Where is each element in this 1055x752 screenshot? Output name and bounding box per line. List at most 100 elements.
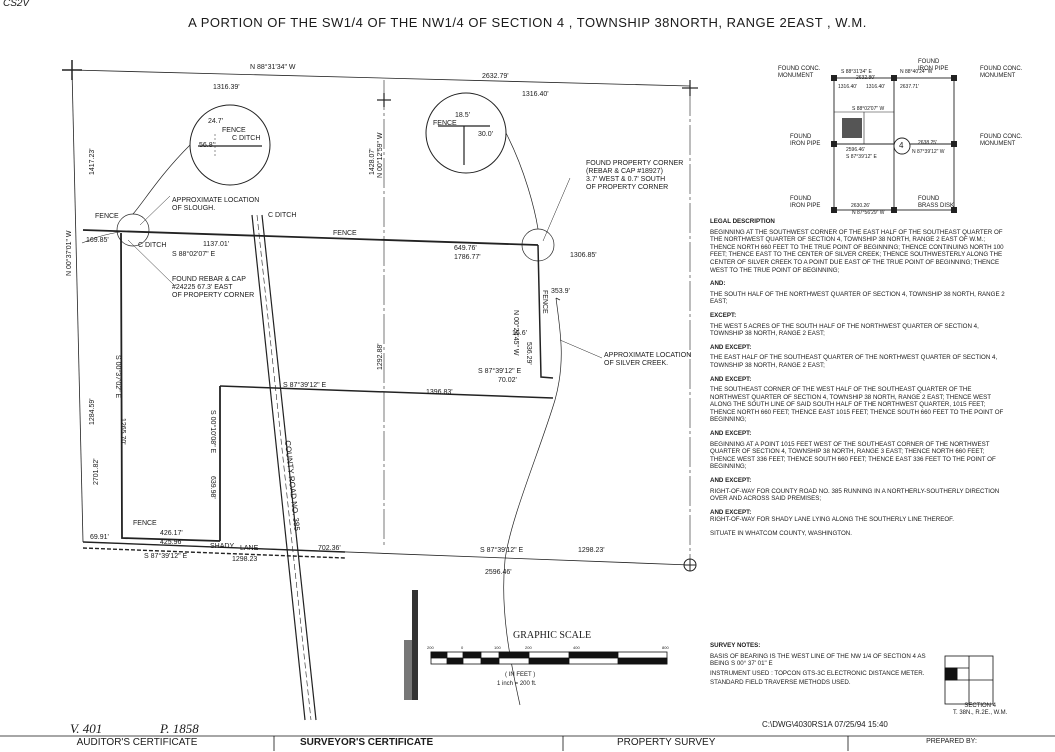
key-b6: 1316.40' — [866, 84, 886, 90]
monument-ne — [682, 80, 698, 96]
key-b11: N 87°39'12" W — [912, 149, 945, 155]
corner-label: CS2V — [3, 0, 30, 9]
west-dist-bottom: 2701.82' — [93, 458, 100, 485]
dist-156: 15.6' — [512, 330, 527, 337]
legal-p7: RIGHT-OF-WAY FOR COUNTY ROAD NO. 385 RUN… — [710, 487, 1000, 503]
dist-6991: 69.91' — [90, 534, 109, 541]
key-found-conc-mon-right2: FOUND CONC. MONUMENT — [980, 134, 1023, 147]
detail1-fence: FENCE — [222, 127, 246, 134]
detail1-dist-b: 56.8' — [199, 142, 214, 149]
dist-1396: 1396.83' — [426, 389, 453, 396]
dist-1306: 1306.85' — [570, 252, 597, 259]
center-bearing: N 00°12'59" W — [377, 132, 384, 178]
key-found-iron-pipe-top: FOUND IRON PIPE — [918, 59, 949, 72]
key-map — [831, 75, 957, 213]
footer-grid — [0, 735, 1055, 751]
dist-1786: 1786.77' — [454, 254, 481, 261]
west-dist-mid: 1284.59' — [89, 398, 96, 425]
ditch-top: C DITCH — [268, 212, 297, 219]
footer-prepared: PREPARED BY: — [926, 738, 977, 745]
footer-property: PROPERTY SURVEY — [617, 737, 716, 748]
legal-p5: THE SOUTHEAST CORNER OF THE WEST HALF OF… — [710, 386, 1004, 424]
legal-and-except-5: AND EXCEPT: — [710, 508, 752, 516]
key-b5: 1316.40' — [838, 84, 858, 90]
center-dist-bottom: 1292.88' — [377, 343, 384, 370]
fence-line-top — [82, 229, 539, 246]
bearing-s87-d: S 87°39'12" E — [480, 547, 524, 554]
gs-tick-0: 200 — [427, 645, 434, 650]
survey-notes-heading: SURVEY NOTES: — [710, 642, 761, 649]
legal-and-except-4: AND EXCEPT: — [710, 477, 752, 485]
key-b8: 2596.46' — [846, 147, 866, 153]
legal-p4: THE EAST HALF OF THE SOUTHEAST QUARTER O… — [710, 354, 998, 369]
county-road-1 — [251, 214, 306, 721]
dist-129823-right: 1298.23' — [578, 547, 605, 554]
graphic-scale-title: GRAPHIC SCALE — [513, 630, 592, 641]
key-found-iron-pipe-left: FOUND IRON PIPE — [790, 134, 821, 147]
document-title: A PORTION OF THE SW1/4 OF THE NW1/4 OF S… — [188, 15, 867, 30]
key-section-no: 4 — [899, 141, 904, 150]
key-b1: S 88°31'34" E — [841, 69, 872, 75]
dist-7002: 70.02' — [498, 377, 517, 384]
dist-129823-left: 1298.23 — [232, 556, 258, 563]
section-key-map — [944, 655, 994, 705]
legal-and-except-1: AND EXCEPT: — [710, 343, 752, 351]
dist-53629: 536.29' — [525, 342, 532, 365]
center-dist-top: 1428.07' — [369, 148, 376, 175]
handwritten-volume: V. 401 — [70, 721, 103, 736]
file-stamp: C:\DWG\4030RS1A 07/25/94 15:40 — [762, 720, 888, 729]
west-section-line — [71, 69, 84, 543]
key-map-hatch — [842, 118, 862, 138]
dist-42596: 425.96' — [160, 539, 183, 546]
key-map-section-circle — [893, 137, 911, 155]
gs-tick-5: 800 — [662, 645, 669, 650]
shady-lane-1 — [82, 541, 346, 553]
dist-169: 169.85' — [86, 237, 109, 244]
survey-note-2: INSTRUMENT USED : TOPCON GTS-3C ELECTRON… — [710, 669, 925, 677]
silver-creek — [503, 297, 562, 706]
handwritten-page: P. 1858 — [160, 721, 199, 736]
survey-note-3: STANDARD FIELD TRAVERSE METHODS USED. — [710, 679, 851, 687]
detail1-dist-a: 24.7' — [208, 118, 223, 125]
key-found-iron-pipe-bottom: FOUND IRON PIPE — [790, 196, 821, 209]
fence-vert: FENCE — [541, 290, 548, 314]
lane-label: LANE — [240, 545, 259, 552]
dist-1265: 1265.70' — [119, 418, 126, 445]
slough — [81, 231, 121, 244]
bearing-s00-37: S 00°37'02" E — [114, 355, 121, 399]
county-road-2 — [261, 214, 317, 721]
north-arrow — [404, 590, 418, 700]
key-found-conc-mon-left: FOUND CONC. MONUMENT — [778, 66, 821, 79]
key-b2: N 88°40'24" W — [900, 69, 933, 75]
bearing-s88: S 88°02'07" E — [172, 251, 216, 258]
north-bearing: N 88°31'34" W — [250, 64, 296, 71]
fence-mid: FENCE — [333, 230, 357, 237]
north-section-line — [71, 69, 691, 87]
legal-except: EXCEPT: — [710, 311, 737, 319]
legal-p3: THE WEST 5 ACRES OF THE SOUTH HALF OF TH… — [710, 322, 979, 338]
fence-low: FENCE — [133, 520, 157, 527]
rebar-note: FOUND REBAR & CAP #24225 67.3' EAST OF P… — [172, 276, 255, 299]
legal-p9: SITUATE IN WHATCOM COUNTY, WASHINGTON. — [710, 530, 852, 537]
footer-auditor: AUDITOR'S CERTIFICATE — [76, 737, 198, 748]
found-prop-corner: FOUND PROPERTY CORNER (REBAR & CAP #1892… — [586, 160, 684, 191]
legal-and-except-3: AND EXCEPT: — [710, 430, 752, 438]
legal-description: LEGAL DESCRIPTION BEGINNING AT THE SOUTH… — [710, 218, 1010, 538]
bearing-s87-c: S 87°39'12" E — [144, 553, 188, 560]
fence-left: FENCE — [95, 213, 119, 220]
legal-and: AND: — [710, 280, 726, 288]
dist-259646: 2596.46' — [485, 569, 512, 576]
dist-639: 639.98' — [209, 476, 216, 499]
north-dist-left: 1316.39' — [213, 84, 240, 91]
legal-p1: BEGINNING AT THE SOUTHWEST CORNER OF THE… — [710, 228, 1004, 274]
graphic-scale-units: ( IN FEET ) — [505, 672, 536, 678]
slough-note: APPROXIMATE LOCATION OF SLOUGH. — [172, 197, 260, 212]
survey-notes: SURVEY NOTES: BASIS OF BEARING IS THE WE… — [710, 642, 930, 687]
key-b7: S 88°02'07" W — [852, 106, 885, 112]
detail2-dist-a: 18.5' — [455, 112, 470, 119]
gs-tick-2: 100 — [494, 645, 501, 650]
north-dist-total: 2632.79' — [482, 73, 509, 80]
monument-n — [377, 93, 391, 107]
dist-1137: 1137.01' — [203, 241, 230, 248]
